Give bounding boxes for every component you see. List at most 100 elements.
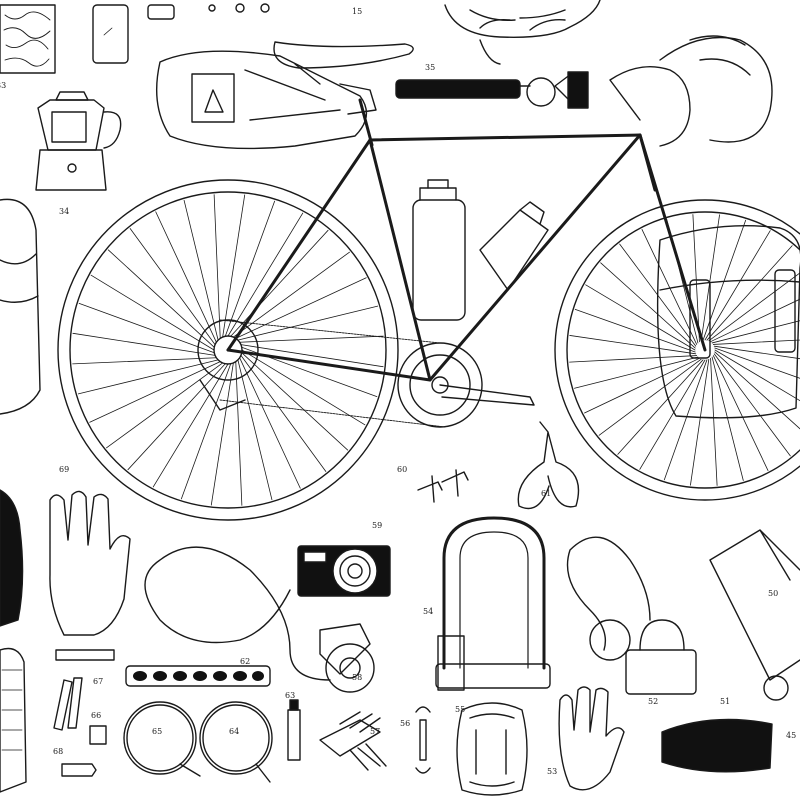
spoke [72,357,217,365]
spoke [584,357,700,414]
spoke [106,362,224,449]
spoke [78,302,215,354]
helmet-icon [444,0,601,65]
bicycle-icon [57,98,800,521]
handlebar-icon [609,35,773,147]
cable-coil-icon [199,701,273,783]
label-56: 56 [400,719,410,728]
spoke [210,362,234,506]
label-54: 54 [423,607,433,616]
spoke [569,335,697,355]
spoke [222,194,246,338]
water-bottle-icon [479,201,549,291]
label-45: 45 [786,731,796,740]
spoke [710,357,718,486]
label-57: 57 [370,727,380,736]
spoke [663,359,708,481]
spoke [692,214,700,343]
label-33: 33 [0,81,6,90]
small-box-icon [147,4,175,20]
spoke [232,251,350,338]
spoke [237,359,273,501]
spoke [598,358,702,436]
label-34: 34 [59,207,69,216]
spoke [72,332,216,356]
label-55: 55 [455,705,465,714]
spoke [585,284,696,351]
spoke [600,262,696,349]
tire-levers-icon [53,677,83,731]
label-60: 60 [397,465,407,474]
spoke [235,361,243,506]
label-67: 67 [93,677,103,686]
rear-wheel-spokes [72,194,384,506]
label-62: 62 [240,657,250,666]
label-66: 66 [91,711,101,720]
wrench-icon [415,706,431,774]
spoke [89,361,221,423]
folding-lock-icon [709,529,800,701]
label-69: 69 [59,465,69,474]
chain-tool-icon [417,469,469,503]
glue-tube-icon [287,699,301,761]
spoke [241,349,366,426]
spoke [213,194,221,339]
spoke [700,214,720,342]
spoke [713,345,800,360]
spoke [710,298,800,343]
label-65: 65 [152,727,162,736]
label-59: 59 [372,521,382,530]
spoke [129,228,216,346]
spoke [183,199,219,341]
tire-icon [661,718,773,773]
label-35: 35 [425,63,435,72]
spoke [641,229,698,345]
spoke [180,363,232,500]
spoke [712,355,769,471]
spoke [617,359,704,455]
patch-strip-icon [125,665,271,687]
label-53: 53 [547,767,557,776]
spoke [711,356,744,481]
spoke [127,363,226,471]
label-51: 51 [720,697,730,706]
map-icon [0,4,56,74]
spoke [690,358,710,486]
pump-icon [395,71,589,109]
spoke [712,339,800,345]
small-pouch-icon [89,725,107,745]
label-68: 68 [53,747,63,756]
spoke [77,359,219,395]
label-63: 63 [285,691,295,700]
water-bottle-icon [412,179,466,321]
spoke [574,308,696,353]
phone-icon [92,4,129,64]
chain-lock-icon [144,546,375,693]
label-64: 64 [229,727,239,736]
glove-icon [49,490,131,661]
padlock-chain-icon [566,536,697,695]
spoke [152,363,229,488]
spoke [704,230,771,341]
front-pannier-icon [656,225,800,419]
glove-icon [558,686,625,791]
dark-jacket-icon [0,489,24,627]
jacket-icon [0,647,27,793]
spoke [240,354,327,472]
spoke [714,349,800,402]
spoke [239,357,301,489]
u-lock-icon [435,516,551,691]
spoke [574,356,699,389]
spoke [90,274,215,351]
spoke [714,351,800,430]
label-50: 50 [768,589,778,598]
front-wheel-spokes [569,214,800,486]
label-52: 52 [648,697,658,706]
spoke [224,200,276,337]
spoke [227,212,304,337]
spoke [155,211,217,343]
spoke [569,355,698,363]
spoke [235,277,367,339]
